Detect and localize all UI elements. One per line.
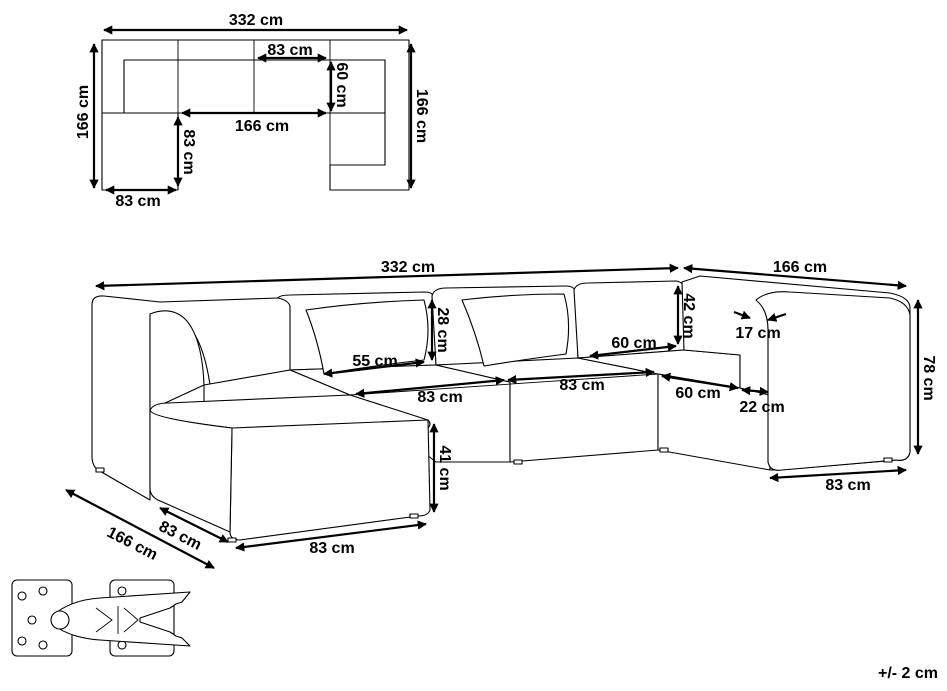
- plan-inner-width-label: 166 cm: [235, 118, 289, 135]
- foot-1: [95, 467, 105, 473]
- persp-arm-offset-arrow: [741, 386, 769, 396]
- persp-ottoman-width-arrow: [235, 520, 427, 552]
- connector-clip: [51, 591, 191, 647]
- persp-width-arrow: [95, 263, 679, 291]
- persp-corner-width-arrow: [769, 465, 907, 483]
- persp-armrest-arrow-b: [767, 312, 787, 322]
- connector-detail: [11, 579, 191, 657]
- plan-left-depth-label: 166 cm: [75, 85, 92, 139]
- persp-armrest-arrow-a: [733, 310, 751, 320]
- right-arm: [755, 291, 911, 471]
- persp-pillow-width-arrow: [323, 358, 425, 378]
- foot-5: [659, 447, 669, 453]
- persp-total-height-label: 78 cm: [920, 355, 937, 400]
- connector-hub: [50, 610, 70, 630]
- persp-pillow-width-label: 55 cm: [352, 353, 397, 370]
- plan-width-label: 332 cm: [229, 12, 283, 29]
- pillow-right: [461, 293, 570, 367]
- plan-view: 332 cm 166 cm 166 cm 83 cm 60 cm 166 cm …: [75, 12, 430, 210]
- persp-corner-seat-arrow: [661, 372, 739, 392]
- persp-module-2-arrow: [507, 367, 655, 385]
- ottoman-side: [149, 409, 233, 533]
- plan-chaise-label: 83 cm: [180, 129, 197, 174]
- persp-side-width-label: 166 cm: [773, 259, 827, 276]
- persp-module-1-arrow: [355, 376, 505, 398]
- persp-backrest-label: 42 cm: [680, 293, 697, 338]
- foot-2: [227, 537, 237, 543]
- plan-bottom-label: 83 cm: [115, 193, 160, 210]
- persp-seat-depth-label: 60 cm: [611, 335, 656, 352]
- connector-teeth: [95, 606, 139, 634]
- foot-4: [513, 459, 523, 465]
- persp-corner-width-label: 83 cm: [825, 477, 870, 494]
- persp-pillow-height-label: 28 cm: [434, 307, 451, 352]
- ottoman-front: [229, 419, 431, 541]
- persp-side-width-arrow: [683, 264, 907, 290]
- persp-module-1-label: 83 cm: [417, 389, 462, 406]
- persp-seat-depth-arrow: [589, 342, 677, 360]
- plan-chaise-outline: [101, 112, 179, 191]
- plan-right-depth-label: 166 cm: [413, 89, 430, 143]
- connector-screws: [17, 586, 127, 650]
- persp-total-depth-arrow: [65, 489, 215, 569]
- persp-ottoman-width-label: 83 cm: [309, 540, 354, 557]
- persp-ottoman-depth-label: 83 cm: [156, 518, 204, 554]
- persp-module-2-label: 83 cm: [559, 377, 604, 394]
- foot-6: [883, 457, 893, 463]
- plan-seat-width-label: 83 cm: [267, 42, 312, 59]
- plan-seat-depth-label: 60 cm: [333, 62, 350, 107]
- persp-arm-offset-label: 22 cm: [739, 399, 784, 416]
- tolerance-note: +/- 2 cm: [878, 665, 938, 682]
- persp-armrest-label: 17 cm: [735, 325, 780, 342]
- left-arm-inner: [149, 310, 205, 411]
- foot-3: [409, 513, 419, 519]
- persp-seat-height-label: 41 cm: [436, 445, 453, 490]
- persp-total-depth-label: 166 cm: [104, 524, 160, 564]
- perspective-view: 332 cm 166 cm 42 cm 17 cm 28 cm 78 cm 55…: [65, 259, 937, 569]
- persp-width-label: 332 cm: [381, 259, 435, 276]
- persp-corner-seat-label: 60 cm: [675, 385, 720, 402]
